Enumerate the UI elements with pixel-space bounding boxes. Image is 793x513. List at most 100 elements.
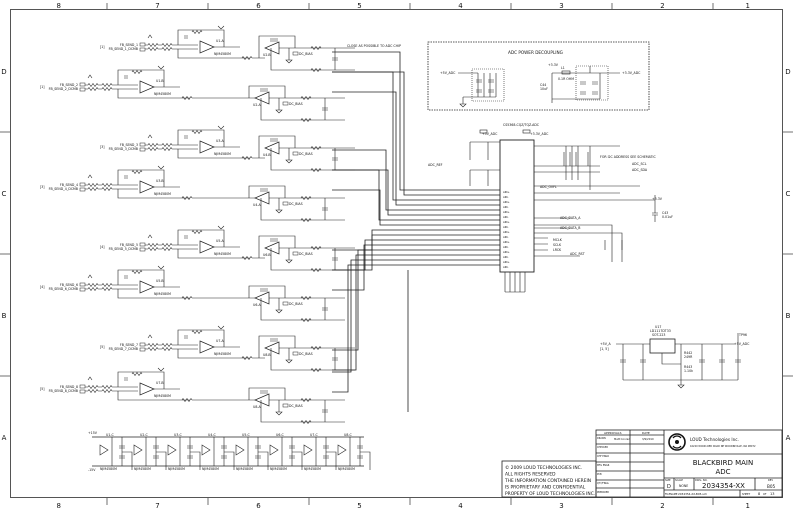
wire — [315, 437, 337, 470]
feedback-cap — [124, 175, 128, 179]
resistor-symbol — [191, 129, 203, 135]
resistor-symbol — [310, 367, 322, 373]
resistor-symbol — [161, 42, 173, 48]
diff-opamp-ref: U8-A — [253, 405, 261, 409]
adc-pin-label: AIN- — [503, 225, 508, 229]
channel-pos-input: FB_SEND_7 — [120, 343, 138, 347]
wire — [281, 437, 303, 470]
zone-row-label: C — [2, 190, 7, 198]
inductor-ref: L1 — [561, 66, 565, 70]
resistor-symbol — [300, 295, 312, 301]
approval-label: MFG ENGR — [597, 464, 610, 467]
resistor-symbol — [310, 345, 322, 351]
regulator-r1: R442 — [684, 351, 692, 355]
resistor-symbol — [87, 384, 99, 390]
dc-bias-label: DC_BIAS — [289, 102, 303, 106]
resistor-symbol — [87, 82, 99, 88]
wire — [260, 297, 345, 321]
adc-pin-label: AIN- — [503, 245, 508, 249]
feedback-cap — [184, 35, 188, 39]
adc-pin-label: AIN- — [503, 255, 508, 259]
input-port — [139, 142, 146, 147]
resistor-symbol — [310, 45, 322, 51]
adc-pin-labels: AIN+AIN-AIN+AIN-AIN+AIN-AIN+AIN-AIN+AIN-… — [503, 190, 510, 269]
channel-neg-input: FB_SEND_2_DCMB — [49, 87, 78, 91]
wire — [85, 284, 138, 290]
sheet-border — [10, 9, 783, 498]
buffer-opamp-ref: U7-B — [156, 381, 164, 385]
decoupling-group-label: U6-C — [276, 433, 285, 437]
adc-pin-label: AIN+ — [503, 200, 510, 204]
wire — [260, 399, 345, 423]
wire — [213, 437, 235, 470]
bias-note: CLOSE AS POSSIBLE TO ADC CHIP — [347, 44, 401, 48]
sclk-signal: SCLK — [553, 243, 562, 247]
zone-column-label: 5 — [357, 502, 361, 510]
scale-value: NONE — [679, 484, 688, 488]
adc-scl-signal: ADC_SCL — [632, 162, 647, 166]
signal-ground-icon — [147, 25, 225, 39]
channel-neg-input: FB_SEND_5_DCMB — [109, 247, 138, 251]
resistor-symbol — [161, 146, 173, 152]
rail-wire — [92, 436, 364, 467]
dc-bias-label: DC_BIAS — [299, 152, 313, 156]
wire — [260, 197, 345, 221]
adc-chip-block: CS5368-CQZ/TQZ-ADC +5V_ADC +3.3V_ADC ADC… — [428, 123, 673, 293]
resistor-symbol — [300, 317, 312, 323]
wire — [270, 247, 355, 271]
decoupling-group: U6-C NJM4580M — [269, 433, 303, 471]
adc-decoupling-title: ADC POWER DECOUPLING — [508, 50, 563, 55]
approvals-header: APPROVALS — [604, 431, 622, 435]
adc-pin-label: AIN+ — [503, 220, 510, 224]
dc-bias-port — [292, 51, 299, 56]
zone-column-label: 2 — [660, 502, 664, 510]
diff-opamp-ref: U6-A — [253, 303, 261, 307]
wire — [192, 285, 315, 299]
opamp-part: NJM4580M — [202, 467, 219, 471]
zone-row-label: D — [785, 68, 790, 76]
opamp-part: NJM4580M — [168, 467, 185, 471]
diff-opamp-ref: U4-B — [263, 153, 271, 157]
adc-ref-net: ADC_REF — [428, 163, 443, 167]
diff-opamp-ref: U6-B — [263, 253, 271, 257]
regulator-out-net: +5V_ADC — [734, 342, 750, 346]
opamp-power-symbol — [337, 444, 347, 456]
wire — [270, 147, 355, 171]
sheet-number: 8 — [758, 492, 760, 496]
wire — [192, 85, 315, 99]
adc-pin-label: AIN+ — [503, 240, 510, 244]
channel-page-ref: [3] — [100, 145, 105, 149]
feedback-cap — [184, 335, 188, 339]
decoupling-cap-value: 10uF — [540, 87, 548, 91]
input-port — [79, 87, 86, 92]
opamp-power-symbol — [201, 444, 211, 456]
wire — [349, 437, 371, 470]
decoupling-group-label: U1-C — [106, 433, 115, 437]
opamp-part: NJM4580M — [154, 192, 171, 196]
signal-ground-icon — [87, 265, 165, 279]
channel-neg-input: FB_SEND_7_DCMB — [109, 347, 138, 351]
opamp-symbol — [199, 40, 215, 54]
channel-page-ref: [1] — [40, 85, 45, 89]
signal-ground-icon — [87, 65, 165, 79]
input-port — [139, 342, 146, 347]
channel-block: FB_SEND_6FB_SEND_6_DCMB[4]U5-BNJM4580MU6… — [40, 265, 345, 323]
signal-ground-icon — [87, 367, 165, 381]
resistor-symbol — [131, 371, 143, 377]
approval-label: DRAWN — [597, 437, 606, 440]
channel-pos-input: FB_SEND_2 — [60, 83, 78, 87]
opamp-part: NJM4580M — [214, 352, 231, 356]
size-label: SIZE — [665, 478, 671, 482]
copyright-line: THE INFORMATION CONTAINED HEREIN — [504, 478, 591, 484]
signal-ground-icon — [147, 125, 225, 139]
resistor-symbol — [101, 384, 113, 390]
opamp-part: NJM4580M — [270, 467, 287, 471]
dc-bias-port — [282, 201, 289, 206]
copyright-line: © 2009 LOUD TECHNOLOGIES INC. — [505, 464, 582, 471]
resistor-symbol — [147, 42, 159, 48]
channel-neg-input: FB_SEND_8_DCMB — [49, 389, 78, 393]
